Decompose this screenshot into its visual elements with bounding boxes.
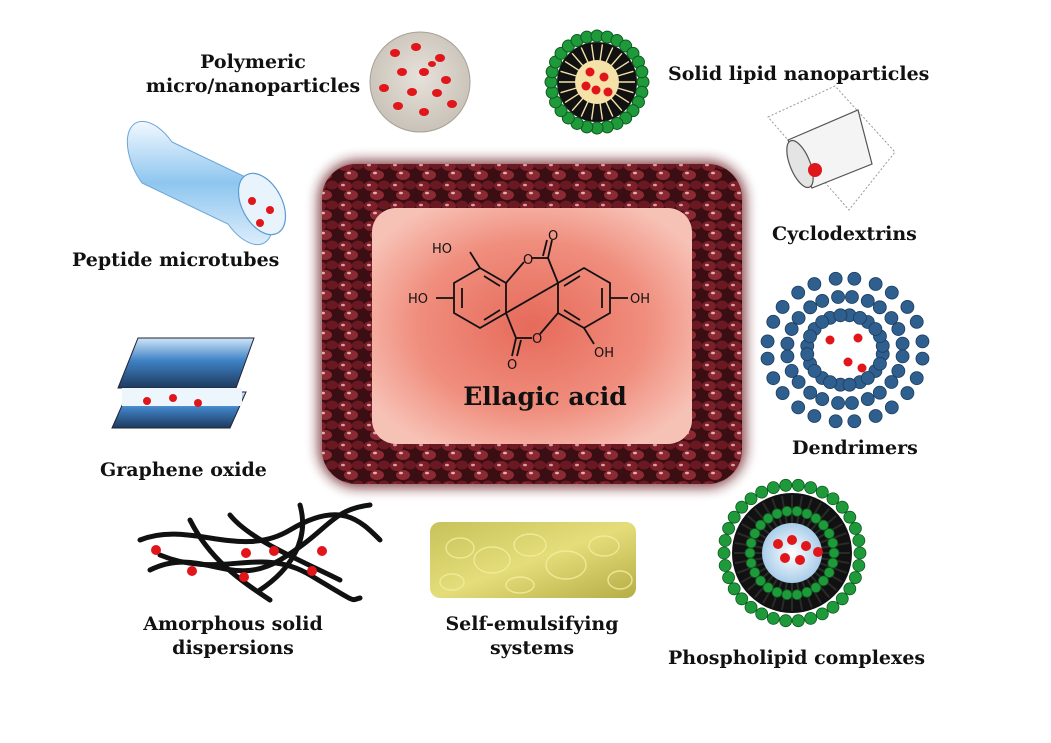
carbonyl-oxygen-top: O bbox=[548, 229, 558, 244]
ellagic-acid-panel bbox=[372, 208, 692, 444]
label-phospholipid: Phospholipid complexes bbox=[668, 647, 926, 669]
label-cyclodextrins: Cyclodextrins bbox=[772, 223, 917, 245]
ring-oxygen-bottom: O bbox=[532, 332, 542, 347]
label-solid-lipid: Solid lipid nanoparticles bbox=[668, 63, 930, 85]
label-self-emulsifying: Self-emulsifying systems bbox=[445, 613, 619, 659]
peptide-microtube-icon bbox=[126, 120, 287, 246]
hydroxyl-bottom-right: OH bbox=[594, 346, 614, 361]
hydroxyl-right: OH bbox=[630, 292, 650, 307]
hydroxyl-left: HO bbox=[408, 292, 428, 307]
label-polymeric: Polymeric micro/nanoparticles bbox=[145, 51, 361, 97]
ring-oxygen-top: O bbox=[523, 253, 533, 268]
label-graphene: Graphene oxide bbox=[100, 459, 267, 481]
carbonyl-oxygen-bottom: O bbox=[507, 358, 517, 373]
hydroxyl-top-left: HO bbox=[432, 242, 452, 257]
label-dendrimers: Dendrimers bbox=[792, 437, 918, 459]
label-amorphous: Amorphous solid dispersions bbox=[143, 613, 323, 659]
dendrimer-icon bbox=[760, 271, 930, 429]
label-peptide: Peptide microtubes bbox=[72, 249, 280, 271]
self-emulsifying-icon bbox=[430, 522, 636, 598]
center-panel bbox=[318, 160, 746, 488]
compound-title: Ellagic acid bbox=[463, 382, 627, 411]
solid-lipid-nanoparticle-icon bbox=[544, 29, 650, 135]
polymeric-particle-icon bbox=[369, 31, 471, 133]
cyclodextrin-icon bbox=[767, 85, 896, 211]
ellagic-acid-structure bbox=[436, 239, 628, 357]
phospholipid-complex-icon bbox=[717, 478, 867, 628]
amorphous-dispersion-icon bbox=[137, 502, 383, 603]
graphene-oxide-icon bbox=[111, 337, 255, 429]
